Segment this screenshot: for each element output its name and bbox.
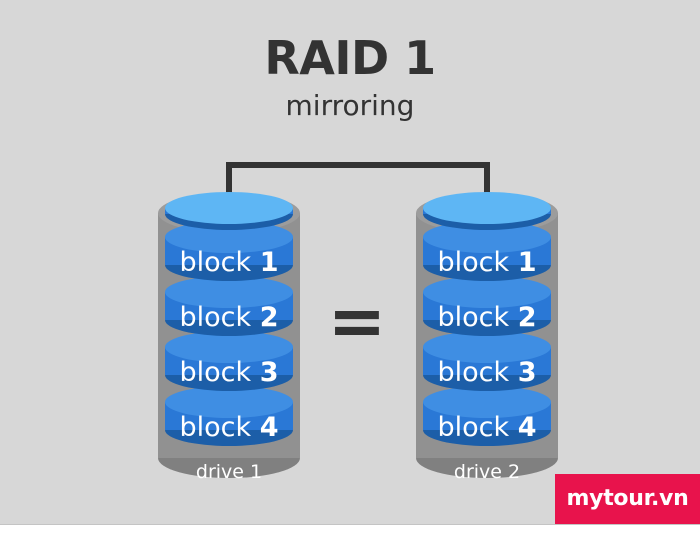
equals-sign: = xyxy=(328,280,387,362)
diagram-title: RAID 1 xyxy=(264,31,436,85)
block-disk: block 1 xyxy=(165,221,293,281)
block-disk: block 3 xyxy=(423,331,551,391)
block-disk: block 1 xyxy=(423,221,551,281)
diagram-subtitle: mirroring xyxy=(285,89,415,122)
top-disk xyxy=(165,192,293,230)
block-label: block 1 xyxy=(437,247,536,278)
mytour-watermark: mytour.vn xyxy=(555,474,700,524)
drive-label: drive 2 xyxy=(454,461,520,483)
drive-2: block 4 block 3 block 2 block 1 drive 2 xyxy=(416,192,558,483)
block-label: block 1 xyxy=(179,247,278,278)
block-disk: block 3 xyxy=(165,331,293,391)
block-label: block 4 xyxy=(179,412,278,443)
block-disk: block 4 xyxy=(423,386,551,446)
block-disk: block 2 xyxy=(165,276,293,336)
block-disk: block 2 xyxy=(423,276,551,336)
block-label: block 4 xyxy=(437,412,536,443)
block-label: block 2 xyxy=(179,302,278,333)
block-label: block 3 xyxy=(179,357,278,388)
block-disk: block 4 xyxy=(165,386,293,446)
top-disk xyxy=(423,192,551,230)
block-label: block 2 xyxy=(437,302,536,333)
drive-label: drive 1 xyxy=(196,461,262,483)
block-label: block 3 xyxy=(437,357,536,388)
drive-1: block 4 block 3 block 2 block 1 drive 1 xyxy=(158,192,300,483)
